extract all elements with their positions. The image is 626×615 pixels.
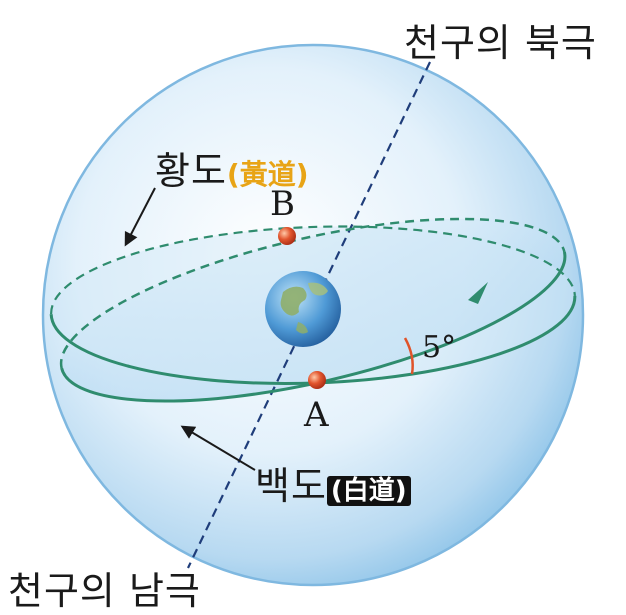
ecliptic-back-half bbox=[59, 217, 566, 369]
lunar-path-pointer-arrow bbox=[180, 425, 256, 471]
south-pole-label: 천구의 남극 bbox=[8, 569, 201, 613]
ecliptic-pointer-arrow bbox=[124, 187, 156, 247]
point-b-label: B bbox=[270, 184, 295, 224]
ecliptic-label-hanja: (黃道) bbox=[226, 158, 309, 191]
ecliptic-label: 황도(黃道) bbox=[155, 140, 309, 195]
ecliptic-label-korean: 황도 bbox=[155, 149, 227, 193]
north-pole-label: 천구의 북극 bbox=[404, 21, 597, 65]
orbit-direction-arrow bbox=[468, 282, 488, 304]
lunar-path-back-half bbox=[50, 225, 576, 315]
lunar-path-label-hanja: (白道) bbox=[326, 476, 411, 506]
ecliptic-front-half bbox=[60, 251, 567, 403]
lunar-path-label-korean: 백도 bbox=[255, 464, 327, 508]
point-a-label: A bbox=[304, 395, 329, 435]
celestial-axis bbox=[187, 61, 431, 569]
point-b-marker bbox=[278, 227, 296, 245]
angle-arc bbox=[403, 337, 414, 375]
earth bbox=[265, 271, 341, 347]
lunar-path-label: 백도(白道) bbox=[255, 455, 411, 510]
point-a-marker bbox=[308, 371, 326, 389]
angle-label: 5° bbox=[422, 330, 457, 365]
